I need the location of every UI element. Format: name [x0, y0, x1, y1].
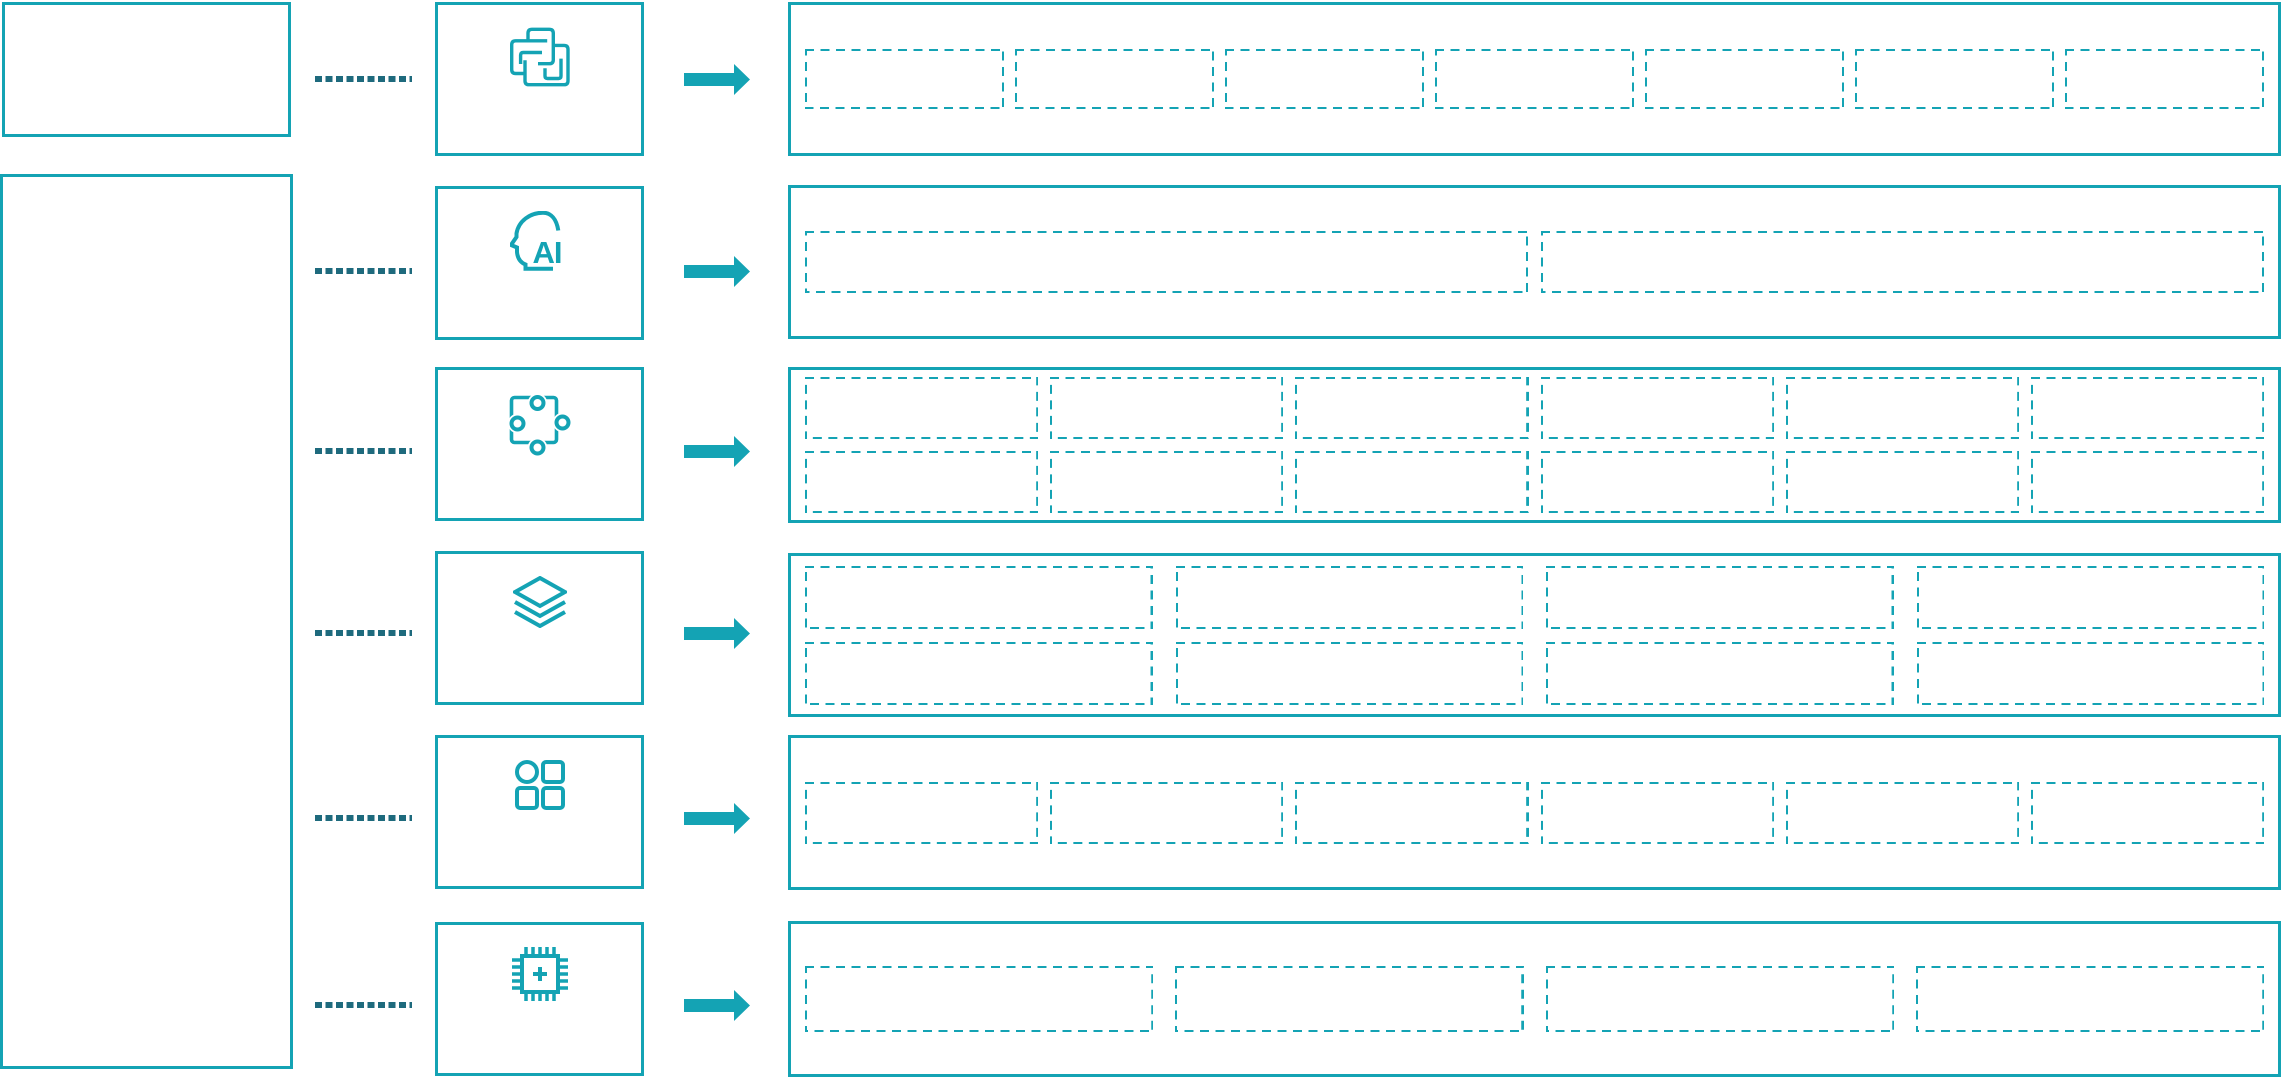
item-placeholder — [1175, 565, 1523, 629]
item-placeholder — [805, 966, 1154, 1032]
puzzle-piece-box — [435, 367, 644, 521]
item-placeholder — [1545, 966, 1894, 1032]
svg-text:AI: AI — [532, 235, 561, 270]
dashed-connector — [315, 630, 412, 636]
right-arrow-icon — [684, 617, 750, 649]
item-placeholder — [805, 641, 1153, 705]
puzzle-piece-icon — [507, 393, 572, 456]
category-container — [788, 735, 2281, 890]
item-placeholder — [805, 377, 1039, 439]
dashed-connector — [315, 76, 412, 82]
layers-box — [435, 551, 644, 705]
item-placeholder — [1546, 641, 1894, 705]
item-placeholder — [2065, 49, 2264, 109]
category-container — [788, 367, 2281, 523]
right-arrow-icon — [684, 63, 750, 95]
item-placeholder — [1050, 377, 1284, 439]
item-placeholder — [1541, 231, 2264, 293]
item-placeholder — [805, 565, 1153, 629]
right-arrow-icon — [684, 255, 750, 287]
item-placeholder — [1175, 641, 1523, 705]
item-placeholder — [1645, 49, 1844, 109]
category-container — [788, 553, 2281, 717]
item-placeholder — [1915, 966, 2264, 1032]
item-placeholder — [1295, 377, 1529, 439]
right-arrow-icon — [684, 802, 750, 834]
item-placeholder — [1175, 966, 1524, 1032]
item-placeholder — [805, 231, 1528, 293]
item-placeholder — [1785, 451, 2019, 513]
item-placeholder — [1916, 641, 2264, 705]
item-placeholder — [1295, 451, 1529, 513]
item-placeholder — [1435, 49, 1634, 109]
item-placeholder — [1050, 451, 1284, 513]
right-arrow-icon — [684, 435, 750, 467]
category-container — [788, 2, 2281, 156]
dashed-connector — [315, 268, 412, 274]
item-placeholder — [1785, 781, 2019, 844]
item-placeholder — [1225, 49, 1424, 109]
dashed-connector — [315, 448, 412, 454]
item-placeholder — [1855, 49, 2054, 109]
item-placeholder — [805, 451, 1039, 513]
item-placeholder — [2030, 781, 2265, 844]
right-arrow-icon — [684, 989, 750, 1021]
interlocking-frames-icon — [509, 27, 570, 87]
left-top-box — [2, 2, 291, 137]
chip-plus-icon — [511, 947, 568, 1001]
ai-head-box: AI — [435, 186, 644, 340]
item-placeholder — [1540, 377, 1774, 439]
interlocking-frames-box — [435, 2, 644, 156]
category-container — [788, 921, 2281, 1077]
ai-head-icon: AI — [509, 211, 562, 271]
shapes-grid-icon — [514, 760, 565, 810]
item-placeholder — [1295, 781, 1529, 844]
item-placeholder — [2030, 377, 2265, 439]
item-placeholder — [1050, 781, 1284, 844]
item-placeholder — [805, 781, 1039, 844]
item-placeholder — [1015, 49, 1214, 109]
item-placeholder — [1540, 781, 1774, 844]
item-placeholder — [805, 49, 1004, 109]
dashed-connector — [315, 1002, 412, 1008]
category-container — [788, 185, 2281, 339]
item-placeholder — [1546, 565, 1894, 629]
item-placeholder — [1540, 451, 1774, 513]
layers-icon — [512, 576, 567, 628]
dashed-connector — [315, 815, 412, 821]
chip-plus-box — [435, 922, 644, 1076]
shapes-grid-box — [435, 735, 644, 889]
item-placeholder — [2030, 451, 2265, 513]
item-placeholder — [1916, 565, 2264, 629]
item-placeholder — [1785, 377, 2019, 439]
left-tall-box — [0, 174, 293, 1069]
